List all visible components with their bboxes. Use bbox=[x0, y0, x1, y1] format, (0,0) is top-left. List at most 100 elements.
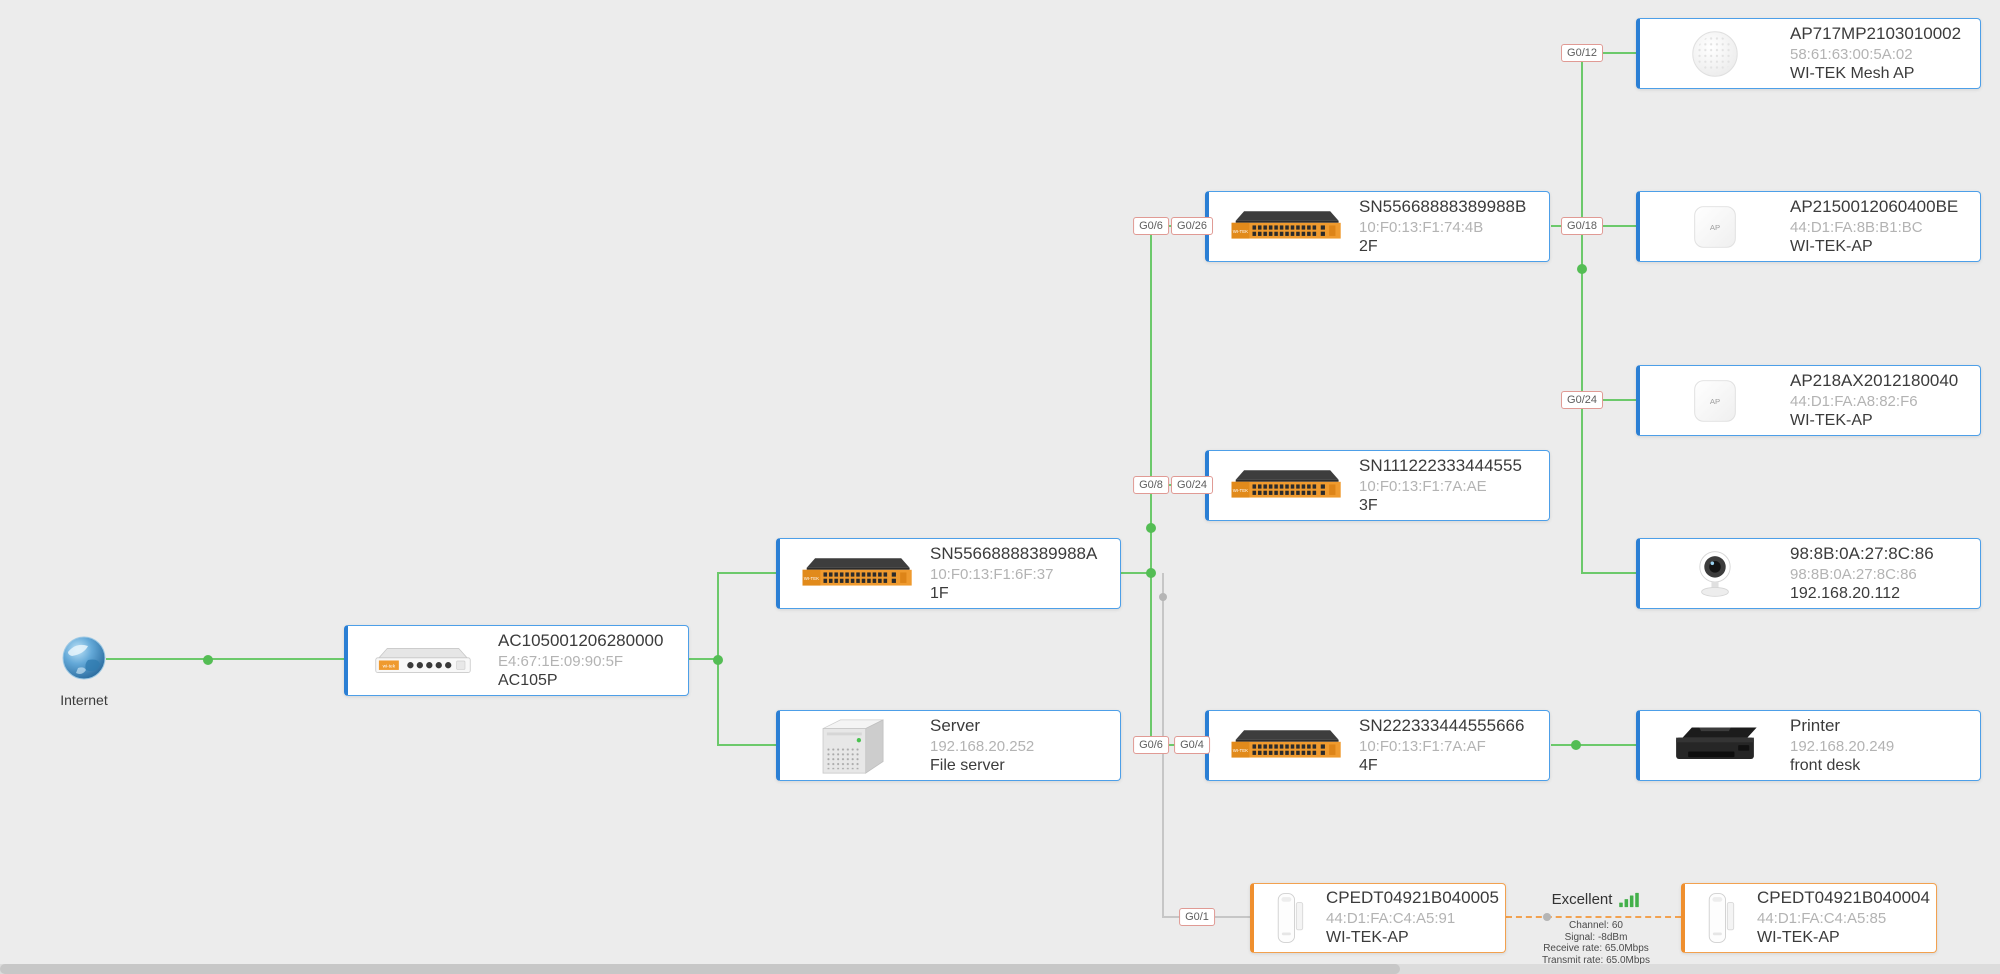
device-name: Printer bbox=[1790, 715, 1841, 735]
device-card-server[interactable]: Server 192.168.20.252 File server bbox=[776, 710, 1121, 781]
device-label: front desk bbox=[1790, 756, 1861, 774]
port-label-g0-6-2f: G0/6 bbox=[1133, 216, 1169, 236]
device-mac: 58:61:63:00:5A:02 bbox=[1790, 45, 1913, 63]
port-label-g0-12: G0/12 bbox=[1561, 43, 1603, 63]
port-label-g0-18: G0/18 bbox=[1561, 216, 1603, 236]
device-card-switch-1f[interactable]: SN55668888389988A 10:F0:13:F1:6F:37 1F bbox=[776, 538, 1121, 609]
device-card-cpe-left[interactable]: CPEDT04921B040005 44:D1:FA:C4:A5:91 WI-T… bbox=[1250, 883, 1506, 953]
link-dot bbox=[713, 655, 723, 665]
device-name: AP717MP2103010002 bbox=[1790, 23, 1962, 43]
wireless-link-line bbox=[1506, 916, 1681, 918]
link-dot bbox=[1146, 568, 1156, 578]
link-line bbox=[1551, 744, 1636, 746]
ap-icon bbox=[1640, 372, 1790, 430]
device-name: 98:8B:0A:27:8C:86 bbox=[1790, 543, 1934, 563]
wireless-details: Channel: 60 Signal: -8dBm Receive rate: … bbox=[1516, 920, 1676, 966]
device-mac: 10:F0:13:F1:74:4B bbox=[1359, 218, 1484, 236]
device-mac: 10:F0:13:F1:7A:AE bbox=[1359, 477, 1487, 495]
device-mac: 44:D1:FA:8B:B1:BC bbox=[1790, 218, 1923, 236]
wireless-quality-text: Excellent bbox=[1551, 891, 1613, 908]
link-line bbox=[1121, 572, 1151, 574]
wireless-detail-transmit: Transmit rate: 65.0Mbps bbox=[1541, 954, 1650, 966]
port-label-g0-24-ap: G0/24 bbox=[1561, 390, 1603, 410]
device-mac: 10:F0:13:F1:6F:37 bbox=[930, 565, 1054, 583]
scrollbar-thumb[interactable] bbox=[0, 964, 1400, 974]
device-label: AC105P bbox=[498, 671, 558, 689]
port-label-g0-24-3f: G0/24 bbox=[1171, 475, 1213, 495]
link-line bbox=[1583, 52, 1636, 54]
device-mac: 44:D1:FA:C4:A5:91 bbox=[1326, 910, 1456, 928]
device-mac: 10:F0:13:F1:7A:AF bbox=[1359, 737, 1486, 755]
device-card-mesh-ap[interactable]: AP717MP2103010002 58:61:63:00:5A:02 WI-T… bbox=[1636, 18, 1981, 89]
switch-icon bbox=[1209, 725, 1359, 767]
device-label: WI-TEK-AP bbox=[1790, 237, 1873, 255]
link-dot bbox=[1577, 264, 1587, 274]
device-name: AC105001206280000 bbox=[498, 630, 664, 650]
device-label: 2F bbox=[1359, 237, 1378, 255]
camera-icon bbox=[1640, 545, 1790, 603]
device-card-switch-3f[interactable]: SN111222333444555 10:F0:13:F1:7A:AE 3F bbox=[1205, 450, 1550, 521]
device-label: WI-TEK-AP bbox=[1757, 929, 1840, 947]
link-dot-gray bbox=[1543, 913, 1551, 921]
port-label-g0-1: G0/1 bbox=[1179, 907, 1215, 927]
device-ip: 192.168.20.112 bbox=[1790, 584, 1901, 602]
switch-icon bbox=[1209, 206, 1359, 248]
device-card-switch-2f[interactable]: SN55668888389988B 10:F0:13:F1:74:4B 2F bbox=[1205, 191, 1550, 262]
device-ip: 192.168.20.252 bbox=[930, 737, 1035, 755]
link-dot-gray bbox=[1159, 593, 1167, 601]
horizontal-scrollbar[interactable] bbox=[0, 964, 2000, 974]
globe-icon bbox=[58, 632, 110, 684]
device-label: 4F bbox=[1359, 756, 1378, 774]
device-mac: 44:D1:FA:A8:82:F6 bbox=[1790, 392, 1918, 410]
device-label: WI-TEK-AP bbox=[1790, 411, 1873, 429]
wireless-detail-receive: Receive rate: 65.0Mbps bbox=[1543, 943, 1649, 954]
wireless-quality: Excellent bbox=[1526, 891, 1666, 908]
link-line bbox=[106, 658, 344, 660]
port-label-g0-4: G0/4 bbox=[1174, 735, 1210, 755]
device-name: Server bbox=[930, 715, 981, 735]
device-label: File server bbox=[930, 756, 1005, 774]
port-label-g0-6-4f: G0/6 bbox=[1133, 735, 1169, 755]
link-dot bbox=[203, 655, 213, 665]
device-name: CPEDT04921B040004 bbox=[1757, 888, 1930, 908]
device-card-ap-3f[interactable]: AP218AX2012180040 44:D1:FA:A8:82:F6 WI-T… bbox=[1636, 365, 1981, 436]
device-label: 3F bbox=[1359, 496, 1378, 514]
device-card-router[interactable]: AC105001206280000 E4:67:1E:09:90:5F AC10… bbox=[344, 625, 689, 696]
internet-label: Internet bbox=[60, 692, 108, 708]
device-mac: E4:67:1E:09:90:5F bbox=[498, 652, 624, 670]
switch-icon bbox=[1209, 465, 1359, 507]
link-line bbox=[719, 572, 776, 574]
printer-icon bbox=[1640, 721, 1790, 771]
cpe-icon bbox=[1254, 889, 1326, 947]
wireless-detail-signal: Signal: -8dBm bbox=[1564, 931, 1628, 943]
link-line bbox=[1583, 572, 1636, 574]
device-ip: 192.168.20.249 bbox=[1790, 737, 1895, 755]
link-dot bbox=[1146, 523, 1156, 533]
signal-bars-icon bbox=[1618, 892, 1640, 908]
switch-icon bbox=[780, 553, 930, 595]
wireless-detail-channel: Channel: 60 bbox=[1569, 920, 1623, 931]
link-line bbox=[1583, 399, 1636, 401]
port-label-g0-26: G0/26 bbox=[1171, 216, 1213, 236]
link-line bbox=[689, 658, 718, 660]
link-line bbox=[1581, 52, 1583, 574]
device-card-ap-2f[interactable]: AP2150012060400BE 44:D1:FA:8B:B1:BC WI-T… bbox=[1636, 191, 1981, 262]
port-label-g0-8: G0/8 bbox=[1133, 475, 1169, 495]
device-card-switch-4f[interactable]: SN222333444555666 10:F0:13:F1:7A:AF 4F bbox=[1205, 710, 1550, 781]
link-line bbox=[719, 744, 776, 746]
device-label: WI-TEK-AP bbox=[1326, 929, 1409, 947]
device-card-printer[interactable]: Printer 192.168.20.249 front desk bbox=[1636, 710, 1981, 781]
server-icon bbox=[780, 715, 930, 777]
cpe-icon bbox=[1685, 889, 1757, 947]
device-mac: 98:8B:0A:27:8C:86 bbox=[1790, 565, 1917, 583]
ap-icon bbox=[1640, 198, 1790, 256]
device-mac: 44:D1:FA:C4:A5:85 bbox=[1757, 910, 1887, 928]
device-name: SN222333444555666 bbox=[1359, 715, 1525, 735]
device-name: SN111222333444555 bbox=[1359, 455, 1522, 475]
internet-node[interactable] bbox=[58, 632, 110, 684]
device-card-camera[interactable]: 98:8B:0A:27:8C:86 98:8B:0A:27:8C:86 192.… bbox=[1636, 538, 1981, 609]
mesh-ap-icon bbox=[1640, 25, 1790, 83]
device-card-cpe-right[interactable]: CPEDT04921B040004 44:D1:FA:C4:A5:85 WI-T… bbox=[1681, 883, 1937, 953]
device-name: SN55668888389988A bbox=[930, 543, 1098, 563]
